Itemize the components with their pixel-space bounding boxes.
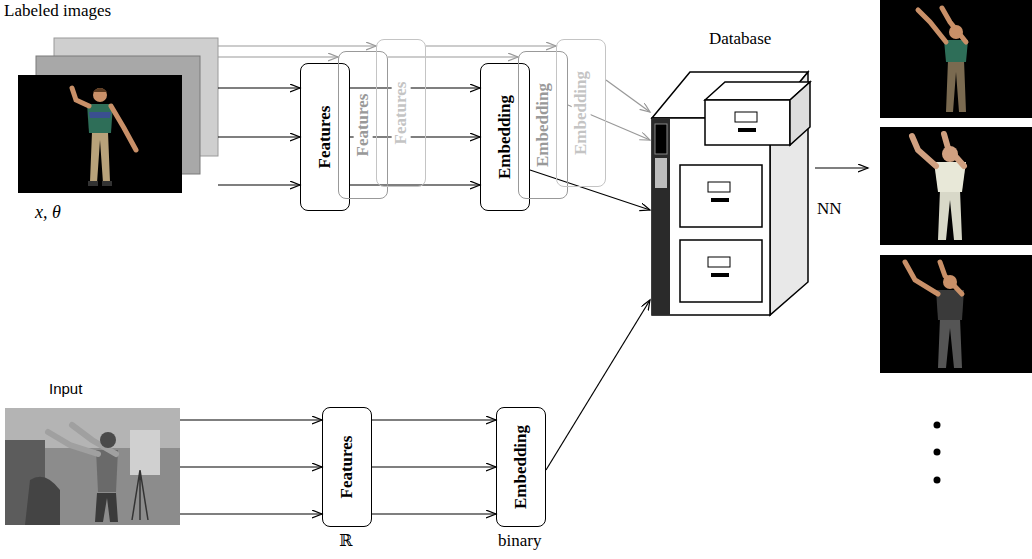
arrow-line	[218, 56, 338, 57]
arrow-line	[218, 184, 300, 185]
heading: Database	[707, 30, 773, 49]
ghost-box: Embedding	[556, 39, 606, 187]
database: Database	[650, 28, 810, 318]
box-label: Embedding	[572, 69, 591, 157]
arrow-line	[350, 184, 480, 185]
domain-label: ℝ	[337, 532, 354, 550]
arrow-line	[218, 45, 376, 46]
arrow-line	[218, 136, 300, 137]
ghost-box: Embedding	[518, 51, 568, 199]
box-label: Embedding	[512, 423, 531, 511]
arrow-line	[372, 513, 496, 514]
ghost-box: Features	[338, 51, 388, 199]
box-label: Embedding	[496, 93, 515, 181]
connector	[372, 420, 496, 514]
math-label: x, θ	[33, 203, 63, 223]
database-cabinet	[652, 72, 810, 315]
arrow-line	[350, 87, 480, 88]
result-image	[880, 0, 1032, 118]
ghost-box: Features	[376, 39, 426, 187]
arrow-line	[546, 300, 650, 470]
arrow-line	[180, 513, 322, 514]
input-photo	[5, 408, 180, 525]
heading: Labeled images	[2, 2, 113, 21]
connector	[218, 46, 376, 47]
arrow-line	[530, 170, 650, 210]
arrow-line	[180, 419, 322, 420]
box-label: Features	[354, 92, 373, 159]
image-frame	[18, 75, 182, 193]
avatar-figure	[72, 88, 136, 186]
box-label: Features	[338, 434, 357, 501]
connector	[218, 57, 338, 58]
box-label: Embedding	[534, 81, 553, 169]
arrow-line	[388, 56, 518, 57]
process-box: Embedding	[480, 63, 530, 211]
connector	[530, 170, 650, 210]
ellipsis-dots	[934, 422, 941, 484]
arrow-line	[426, 45, 556, 46]
box-label: Features	[392, 80, 411, 147]
arrow-line	[180, 466, 322, 467]
heading: Input	[47, 381, 84, 398]
result-image	[880, 127, 1032, 245]
edge-label: NN	[815, 200, 844, 219]
nn-arrow	[815, 167, 868, 168]
process-box: Features	[300, 63, 350, 211]
process-box: Features	[322, 407, 372, 527]
arrow-line	[372, 466, 496, 467]
box-label: Features	[316, 104, 335, 171]
arrow-line	[606, 80, 650, 112]
arrow-line	[218, 87, 300, 88]
connector	[218, 88, 300, 185]
connector	[426, 46, 556, 47]
connector	[546, 300, 650, 470]
connector	[388, 57, 518, 58]
input-image: Input	[5, 408, 180, 525]
connector	[606, 80, 650, 112]
arrow-line	[372, 419, 496, 420]
connector	[350, 88, 480, 185]
image-stack: Labeled imagesx, θ	[18, 38, 218, 193]
domain-label: binary	[496, 532, 543, 551]
result-image	[880, 255, 1032, 373]
connector	[180, 420, 322, 514]
process-box: Embedding	[496, 407, 546, 527]
